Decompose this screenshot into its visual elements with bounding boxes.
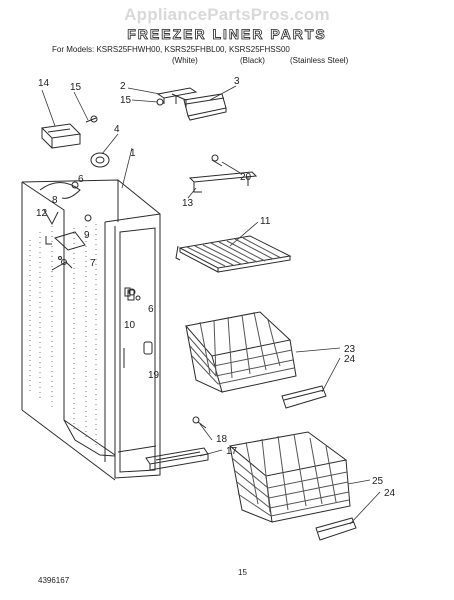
callout-1: 1 — [130, 148, 136, 159]
basket-handle-24-upper — [281, 385, 327, 409]
part-4-knob — [90, 152, 110, 168]
part-10-clip — [127, 289, 135, 301]
callout-10: 10 — [124, 320, 136, 331]
basket-handle-24-lower — [315, 517, 357, 541]
light-shield-assembly — [156, 87, 227, 121]
callout-12: 12 — [36, 208, 48, 219]
callout-17: 17 — [226, 446, 238, 457]
callout-2: 2 — [120, 81, 126, 92]
screw-18 — [192, 416, 207, 429]
document-number: 4396167 — [38, 576, 70, 585]
callout-15-left: 15 — [70, 82, 82, 93]
callout-14: 14 — [38, 78, 50, 89]
callout-23: 23 — [344, 344, 356, 355]
variant-white: (White) — [172, 56, 198, 65]
freezer-liner — [21, 179, 161, 481]
bracket-14 — [40, 123, 82, 149]
models-line: For Models: KSRS25FHWH00, KSRS25FHBL00, … — [52, 45, 290, 54]
callout-15-shield: 15 — [120, 95, 132, 106]
callout-25: 25 — [372, 476, 384, 487]
callout-13: 13 — [182, 198, 194, 209]
screw-15-left — [85, 115, 98, 123]
callout-7: 7 — [90, 258, 96, 269]
callout-6-lower: 6 — [148, 304, 154, 315]
callout-19: 19 — [148, 370, 160, 381]
wire-shelf-11 — [175, 235, 292, 273]
page-number: 15 — [238, 568, 247, 577]
diagram-title: FREEZER LINER PARTS — [127, 26, 327, 43]
callout-6-upper: 6 — [78, 174, 84, 185]
callout-18: 18 — [216, 434, 228, 445]
callout-8: 8 — [52, 195, 58, 206]
variant-black: (Black) — [240, 56, 265, 65]
callout-9: 9 — [84, 230, 90, 241]
callout-3: 3 — [234, 76, 240, 87]
callout-24-upper: 24 — [344, 354, 356, 365]
callout-4: 4 — [114, 124, 120, 135]
leader-lines — [41, 85, 381, 525]
watermark-text: AppliancePartsPros.com — [124, 5, 330, 24]
callout-11: 11 — [260, 216, 271, 227]
shelf-support-13 — [188, 154, 258, 193]
callout-numbers: 14 15 2 15 3 4 1 6 8 12 9 7 20 13 11 6 1… — [36, 76, 396, 499]
variant-stainless: (Stainless Steel) — [290, 56, 349, 65]
wire-basket-25 — [228, 431, 351, 523]
callout-20: 20 — [240, 172, 252, 183]
wire-basket-23 — [185, 311, 297, 393]
callout-24-lower: 24 — [384, 488, 396, 499]
